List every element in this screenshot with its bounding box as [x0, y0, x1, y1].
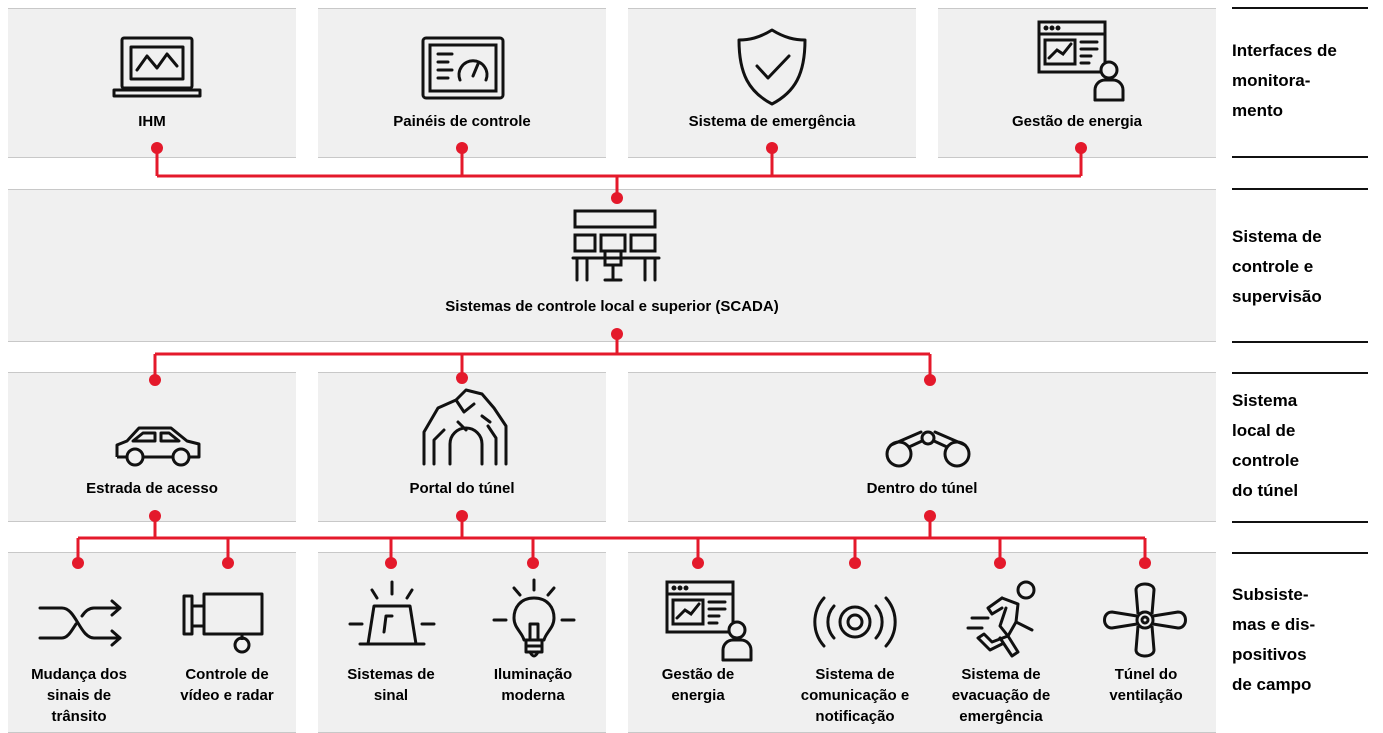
panel-dentro — [628, 372, 1216, 522]
level-divider — [1232, 372, 1368, 374]
laptop-chart-icon — [112, 34, 202, 107]
camera-icon — [180, 590, 270, 659]
label-tunel-ventilacao: Túnel do ventilação — [1109, 666, 1183, 704]
label-mudanca-dos-sinais: Mudança dos sinais de trânsito — [31, 666, 127, 725]
panel-paineis — [318, 8, 606, 158]
label-sistema-de-emergencia: Sistema de emergência — [688, 113, 856, 130]
shuffle-arrows-icon — [36, 598, 126, 653]
panel-estrada — [8, 372, 296, 522]
panel-portal — [318, 372, 606, 522]
level-label-field: Subsiste- mas e dis- positivos de campo — [1232, 585, 1316, 694]
level-divider — [1232, 188, 1368, 190]
light-bulb-icon — [490, 578, 580, 669]
beacon-light-icon — [348, 580, 438, 663]
label-controle-video-radar: Controle de vídeo e radar — [180, 666, 274, 704]
label-ihm: IHM — [138, 113, 166, 130]
fan-icon — [1100, 580, 1190, 665]
binoculars-icon — [883, 426, 973, 475]
control-panel-gauge-icon — [418, 34, 508, 107]
level-label-monitoring: Interfaces de monitora- mento — [1232, 41, 1337, 120]
label-gestao-de-energia-field: Gestão de energia — [661, 666, 735, 704]
running-person-icon — [962, 578, 1048, 669]
panel-ihm — [8, 8, 296, 158]
level-divider — [1232, 341, 1368, 343]
level-divider — [1232, 156, 1368, 158]
label-sistemas-de-sinal: Sistemas de sinal — [347, 666, 435, 704]
broadcast-icon — [808, 586, 902, 663]
label-paineis-de-controle: Painéis de controle — [393, 113, 531, 130]
level-divider — [1232, 521, 1368, 523]
label-comunicacao-notificacao: Sistema de comunicação e notificação — [800, 666, 910, 725]
dashboard-user-icon — [1035, 18, 1129, 109]
panel-emergencia — [628, 8, 916, 158]
level-divider — [1232, 7, 1368, 9]
label-portal-do-tunel: Portal do túnel — [409, 480, 515, 497]
level-divider — [1232, 552, 1368, 554]
label-estrada-de-acesso: Estrada de acesso — [86, 480, 218, 497]
level-label-supervision: Sistema de controle e supervisão — [1232, 227, 1322, 306]
shield-check-icon — [735, 26, 809, 113]
label-evacuacao-emergencia: Sistema de evacuação de emergência — [951, 666, 1051, 725]
label-scada: Sistemas de controle local e superior (S… — [445, 298, 779, 315]
control-room-icon — [567, 208, 667, 289]
car-icon — [113, 423, 205, 472]
label-gestao-de-energia: Gestão de energia — [1011, 113, 1143, 130]
tunnel-portal-icon — [420, 386, 512, 473]
dashboard-user-icon — [663, 578, 757, 669]
level-label-local-tunnel: Sistema local de controle do túnel — [1232, 391, 1300, 500]
label-iluminacao-moderna: Iluminação moderna — [493, 666, 573, 704]
label-dentro-do-tunel: Dentro do túnel — [866, 480, 978, 497]
